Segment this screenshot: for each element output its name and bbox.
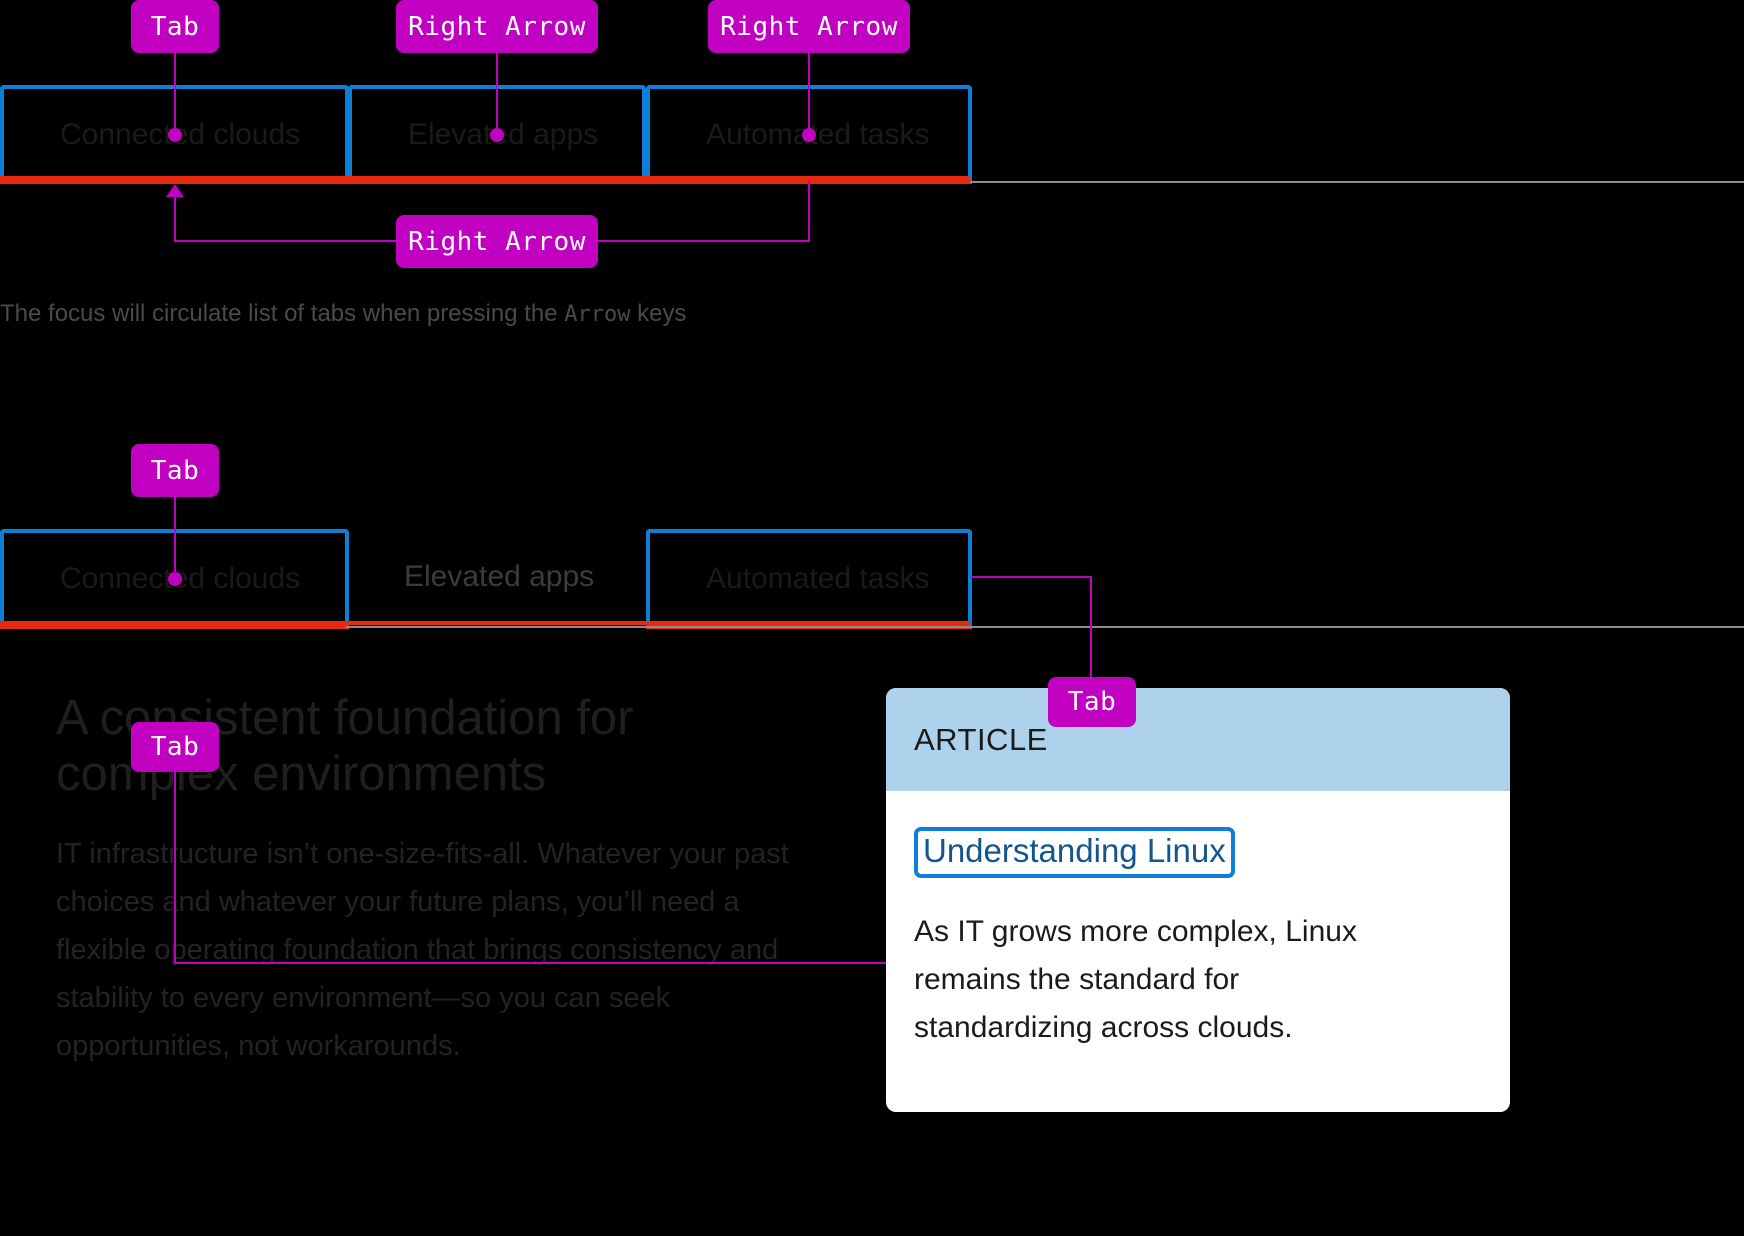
connector-line-5 [174, 772, 176, 962]
caption-text-after: keys [630, 300, 687, 327]
keycap-tab-card: Tab [1048, 677, 1136, 727]
content-body: IT infrastructure isn’t one-size-fits-al… [56, 838, 789, 1062]
loop-line-right [598, 240, 810, 242]
connector-line-1 [174, 53, 176, 135]
connector-line-2 [496, 53, 498, 135]
article-card-header: ARTICLE [886, 688, 1510, 791]
connector-line-4 [174, 497, 176, 579]
article-card[interactable]: ARTICLE Understanding Linux As IT grows … [886, 688, 1510, 1112]
connector-dot-1 [168, 128, 182, 142]
keycap-tab-1: Tab [131, 0, 219, 53]
connector-dot-2 [490, 128, 504, 142]
keycap-tab-3: Tab [131, 722, 219, 772]
connector-dot-3 [802, 128, 816, 142]
tabstrip-1-active-underline [0, 176, 970, 180]
tab-label: Automated tasks [706, 562, 930, 595]
tabstrip-1-rule [970, 181, 1744, 183]
card-connector-horizontal [971, 576, 1092, 578]
keycap-right-arrow-loop: Right Arrow [396, 215, 598, 268]
link-connector-line [174, 962, 916, 964]
tab-label: Automated tasks [706, 117, 930, 151]
loop-line-up-right [808, 181, 810, 241]
section-one-caption: The focus will circulate list of tabs wh… [0, 300, 687, 328]
connector-line-3 [808, 53, 810, 135]
keycap-right-arrow-1: Right Arrow [396, 0, 598, 53]
article-link[interactable]: Understanding Linux [914, 827, 1235, 878]
caption-key-name: Arrow [564, 302, 631, 327]
tab-label: Connected clouds [60, 117, 301, 151]
tab-automated-tasks-2[interactable]: Automated tasks [646, 529, 972, 629]
tabstrip-2-rule [346, 626, 1744, 628]
loop-line-left [174, 240, 396, 242]
card-connector-vertical-up [1090, 576, 1092, 677]
tab-label: Elevated apps [408, 117, 599, 151]
keycap-tab-2: Tab [131, 444, 219, 497]
connector-dot-4 [168, 572, 182, 586]
loop-line-up-left [174, 196, 176, 241]
keycap-right-arrow-2: Right Arrow [708, 0, 910, 53]
article-card-body: Understanding Linux As IT grows more com… [886, 791, 1510, 1072]
tab-label: Connected clouds [60, 562, 301, 595]
caption-text-before: The focus will circulate list of tabs wh… [0, 300, 565, 327]
article-summary: As IT grows more complex, Linux remains … [914, 914, 1357, 1044]
article-eyebrow: ARTICLE [914, 721, 1048, 757]
tab-label: Elevated apps [404, 560, 595, 593]
tabstrip-2-active-underline [0, 621, 970, 625]
loop-arrowhead-icon [166, 184, 184, 197]
tab-elevated-apps-2[interactable]: Elevated apps [348, 529, 646, 625]
